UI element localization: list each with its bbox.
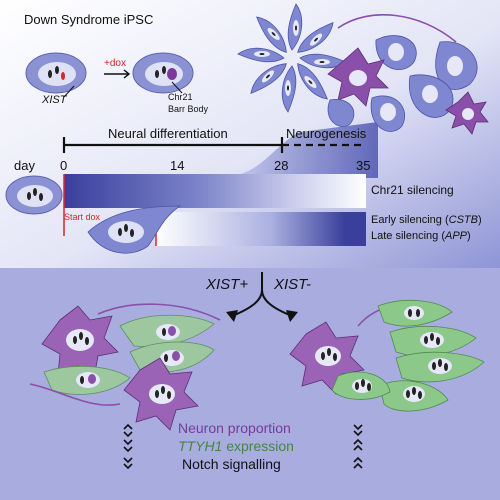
ttyh1-expression-rest: expression [222,438,294,454]
neuron-left-up-chevron [123,423,133,430]
ttyh1-right-up-chevron-2 [353,444,363,451]
xist-positive-label: XIST+ [206,276,249,293]
neuron-right-down-chevron-2 [353,430,363,437]
phase-neurogenesis-label: Neurogenesis [286,126,367,141]
tick-day-35: 35 [356,158,371,173]
cstb-gene: CSTB [448,214,478,226]
barr-pointer [171,81,183,94]
change-indicators [123,423,363,470]
ttyh1-gene: TTYH1 [178,438,223,454]
xist-negative-label: XIST- [274,276,311,293]
phase-neural-label: Neural differentiation [108,126,228,141]
notch-left-down-chevron-1 [123,457,133,464]
early-silencing-suffix: ) [477,214,482,226]
xist-pointer [63,85,75,98]
late-silencing-label: Late silencing (APP) [371,230,471,242]
xist-label: XIST [42,94,67,106]
neuron-right-down-chevron-1 [353,424,363,431]
early-late-silencing-bar [156,212,366,246]
xist-negative-cluster [289,300,485,412]
late-silencing-prefix: Late silencing ( [371,230,445,242]
notch-right-up-chevron-2 [353,462,363,469]
neurogenesis-cell-cluster [327,13,489,135]
ttyh1-expression-label: TTYH1 expression [178,438,294,454]
split-arrow [226,272,298,322]
tick-day-28: 28 [274,158,289,173]
chr21-silencing-label: Chr21 silencing [371,183,454,197]
start-dox-label: Start dox [64,212,101,222]
tick-day-14: 14 [170,158,185,173]
app-gene: APP [445,230,468,242]
notch-right-up-chevron-1 [353,456,363,463]
late-silencing-suffix: ) [467,230,471,242]
barr-body-label-line1: Chr21 [168,92,193,102]
header-title: Down Syndrome iPSC [24,12,154,27]
barr-body [167,68,177,80]
timeline-cell-left [5,175,63,215]
notch-signalling-label: Notch signalling [182,456,281,472]
tick-day-0: 0 [60,158,68,173]
notch-left-down-chevron-2 [123,463,133,470]
ttyh1-right-up-chevron-1 [353,438,363,445]
ipsc-cell-left [25,52,87,94]
neural-rosette [237,3,347,113]
timeline-cell-day14 [87,205,182,254]
ttyh1-left-down-chevron-1 [123,446,133,453]
day-label: day [14,158,35,173]
barr-body-label-line2: Barr Body [168,104,209,114]
xist-positive-cluster [29,303,221,431]
timeline-axis [62,137,366,153]
early-silencing-label: Early silencing (CSTB) [371,214,482,226]
neurogenesis-wave [220,122,378,178]
neuron-proportion-label: Neuron proportion [178,420,291,436]
ttyh1-left-down-chevron-2 [123,439,133,446]
dox-label: +dox [104,58,126,69]
early-silencing-prefix: Early silencing ( [371,214,449,226]
ipsc-cell-right [132,52,194,94]
neuron-left-down-chevron [123,431,133,438]
chr21-silencing-bar [64,174,366,208]
